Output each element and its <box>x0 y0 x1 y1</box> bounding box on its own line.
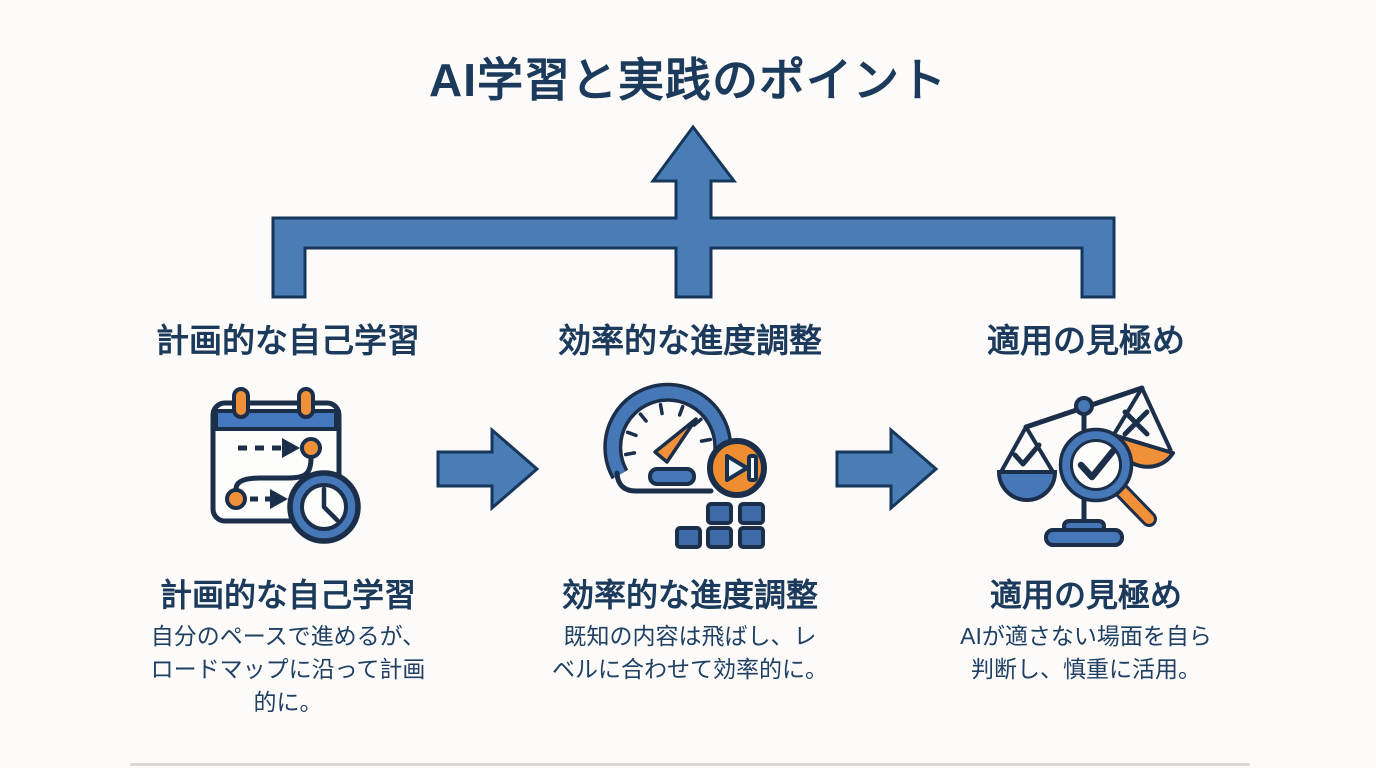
column-planned-self-study: 計画的な自己学習 計画的な自己学習 自分のペースで進めるが、 ロードマップに沿っ… <box>108 0 468 768</box>
speedometer-skip-forward-icon <box>603 382 767 549</box>
column-judging-applicability: 適用の見極め 適用の見極め AIが適さない場面を自ら 判断し、慎重に活用。 <box>906 0 1266 768</box>
column-efficient-pacing: 効率的な進度調整 効率的な進度調整 既知の内容は飛ばし、レ ベルに合わせて効率的… <box>510 0 870 768</box>
column-heading: 適用の見極め <box>989 577 1182 613</box>
page-title: AI学習と実践のポイント <box>429 54 947 106</box>
column-description: 自分のペースで進めるが、 ロードマップに沿って計画 的に。 <box>150 623 426 715</box>
scales-magnifier-check-icon <box>996 385 1175 547</box>
column-description: 既知の内容は飛ばし、レ ベルに合わせて効率的に。 <box>552 623 828 682</box>
column-heading: 効率的な進度調整 <box>561 577 818 613</box>
bottom-divider <box>130 763 1250 766</box>
calendar-roadmap-clock-icon <box>210 387 361 544</box>
column-top-label: 計画的な自己学習 <box>156 322 420 359</box>
column-heading: 計画的な自己学習 <box>159 577 416 613</box>
column-top-label: 適用の見極め <box>987 322 1185 359</box>
column-top-label: 効率的な進度調整 <box>558 322 822 359</box>
column-description: AIが適さない場面を自ら 判断し、慎重に活用。 <box>960 623 1212 682</box>
merge-up-arrow <box>271 124 1116 299</box>
flow-arrow-right-1 <box>436 426 540 512</box>
flow-arrow-right-2 <box>835 426 939 512</box>
